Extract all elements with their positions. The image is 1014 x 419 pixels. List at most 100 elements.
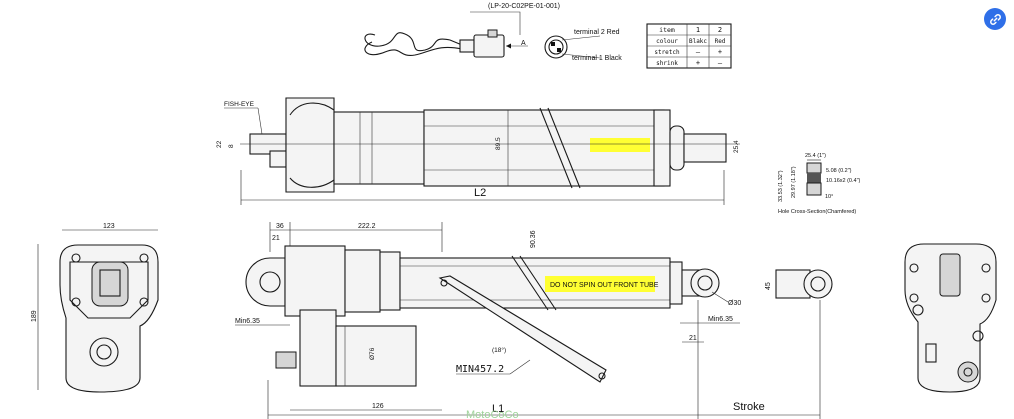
- dim-22: 22: [216, 140, 223, 148]
- front-eye-hole: [697, 275, 713, 291]
- rear-eye-hole: [259, 271, 281, 293]
- side-gearbox: [284, 245, 346, 317]
- connector-face-inner: [548, 39, 564, 55]
- end-rod-circle: [89, 337, 119, 367]
- motor-end: [299, 309, 337, 387]
- side-angle: (18°): [492, 346, 506, 354]
- side-dim-90-36: 90.36: [530, 230, 537, 248]
- table-cell: —: [718, 59, 723, 67]
- table-cell: stretch: [654, 49, 680, 56]
- stroke-label: Stroke: [733, 401, 765, 413]
- hole-bottom: [806, 182, 822, 196]
- side-dim-45: 45: [765, 282, 772, 290]
- bracket-arm: [438, 275, 607, 383]
- dim-25-4: 25.4: [733, 140, 740, 153]
- inner-rod: [683, 133, 727, 163]
- pin-1: [557, 48, 561, 52]
- motor-body: [335, 325, 417, 387]
- length-l1: L1: [492, 403, 504, 415]
- side-front-cap: [669, 261, 683, 305]
- coiled-wire: [364, 32, 463, 52]
- terminal-1-label: terminal 1 Black: [572, 55, 622, 62]
- end-dim-123: 123: [103, 223, 115, 230]
- connector-latch: [487, 29, 498, 38]
- rear-eye: [245, 257, 286, 307]
- connector-sleeve: [459, 39, 475, 53]
- front-cap: [653, 109, 671, 187]
- hole-chamfer: [807, 173, 821, 183]
- extended-eye-hole: [810, 276, 826, 292]
- right-housing: [904, 243, 997, 393]
- motor-cable-gland: [275, 351, 297, 369]
- side-dim-21: 21: [272, 235, 280, 242]
- side-dim-126: 126: [372, 403, 384, 410]
- table-cell: +: [696, 59, 700, 67]
- part-number-leader: [470, 11, 521, 35]
- side-dim-phi30: Ø30: [728, 300, 741, 307]
- end-motor-block: [91, 261, 129, 307]
- connector-plug: [473, 34, 505, 58]
- front-eye: [690, 268, 720, 298]
- connector-diagram: (LP-20-C02PE-01-001) A terminal 2 Red te…: [364, 3, 622, 62]
- watermark: MotoCoCo: [466, 409, 519, 419]
- table-header-item: item: [659, 26, 675, 34]
- coiled-wire-2: [364, 41, 463, 56]
- hole-cross-section: 25.4 (1") 33.53 (1.32") 29.97 (1.18") 5.…: [778, 153, 861, 215]
- hole-dim-10-16: 10.16x2 (0.4"): [826, 178, 861, 184]
- hole-dim-29-97: 29.97 (1.18"): [791, 166, 797, 198]
- end-view-left: 123 189: [31, 223, 159, 393]
- rear-nut: [269, 150, 287, 168]
- share-button[interactable]: [984, 8, 1006, 30]
- motor-mount: [333, 111, 425, 185]
- length-l2: L2: [474, 187, 486, 199]
- end-dim-189: 189: [31, 310, 38, 322]
- table-header-2: 2: [718, 26, 722, 34]
- side-min-right: Min6.35: [708, 316, 733, 323]
- dim-89-5: 89.5: [495, 137, 502, 150]
- pin-2: [551, 42, 555, 46]
- top-view: FISH-EYE 22 8 89.5 25.4 L: [216, 97, 740, 205]
- view-arrow-label: A: [521, 40, 526, 47]
- wire-color-table: item 1 2 colour Blakc Red stretch — + sh…: [646, 23, 732, 69]
- side-collar: [379, 251, 401, 311]
- dim-8: 8: [228, 144, 235, 148]
- warning-text: DO NOT SPIN OUT FRONT TUBE: [550, 282, 659, 289]
- side-dim-36: 36: [276, 223, 284, 230]
- front-seal: [669, 125, 685, 171]
- terminal-2-label: terminal 2 Red: [574, 29, 620, 36]
- hole-dim-5-08: 5.08 (0.2"): [826, 168, 852, 174]
- table-cell: Blakc: [689, 38, 707, 45]
- terminal-1-leader: [561, 53, 601, 59]
- link-icon: [989, 13, 1001, 25]
- top-highlight: [590, 138, 650, 152]
- end-view-right: [904, 243, 997, 393]
- table-cell: —: [696, 48, 701, 56]
- warning-highlight: [545, 276, 655, 292]
- table-header-1: 1: [696, 26, 700, 34]
- side-dim-21-right: 21: [689, 335, 697, 342]
- view-arrow-head: [506, 43, 511, 49]
- extended-eye: [803, 269, 833, 299]
- side-dim-222-2: 222.2: [358, 223, 376, 230]
- right-top-block: [939, 253, 961, 297]
- table-cell: shrink: [656, 60, 678, 67]
- table-cell: Red: [715, 38, 726, 45]
- hole-top: [806, 162, 822, 174]
- side-min-length: MIN457.2: [456, 364, 504, 375]
- extended-rod-end: [775, 269, 833, 299]
- table-cell: colour: [656, 38, 678, 45]
- connector-part-number: (LP-20-C02PE-01-001): [488, 3, 560, 10]
- side-view: 36 21 222.2 90.36 DO NOT SPIN OUT FRONT …: [235, 222, 821, 419]
- terminal-2-leader: [561, 35, 601, 41]
- table-cell: +: [718, 48, 722, 56]
- hole-dim-25-4: 25.4 (1"): [805, 153, 826, 159]
- hole-angle: 10°: [825, 194, 833, 200]
- right-rod-circle: [957, 361, 979, 383]
- side-housing: [344, 249, 381, 313]
- side-dim-phi76: Ø76: [369, 347, 376, 360]
- gearbox-housing: [285, 97, 335, 193]
- hole-caption: Hole Cross-Section(Chamfered): [778, 209, 856, 215]
- hole-dim-33-53: 33.53 (1.32"): [778, 170, 784, 202]
- right-connector: [925, 343, 937, 363]
